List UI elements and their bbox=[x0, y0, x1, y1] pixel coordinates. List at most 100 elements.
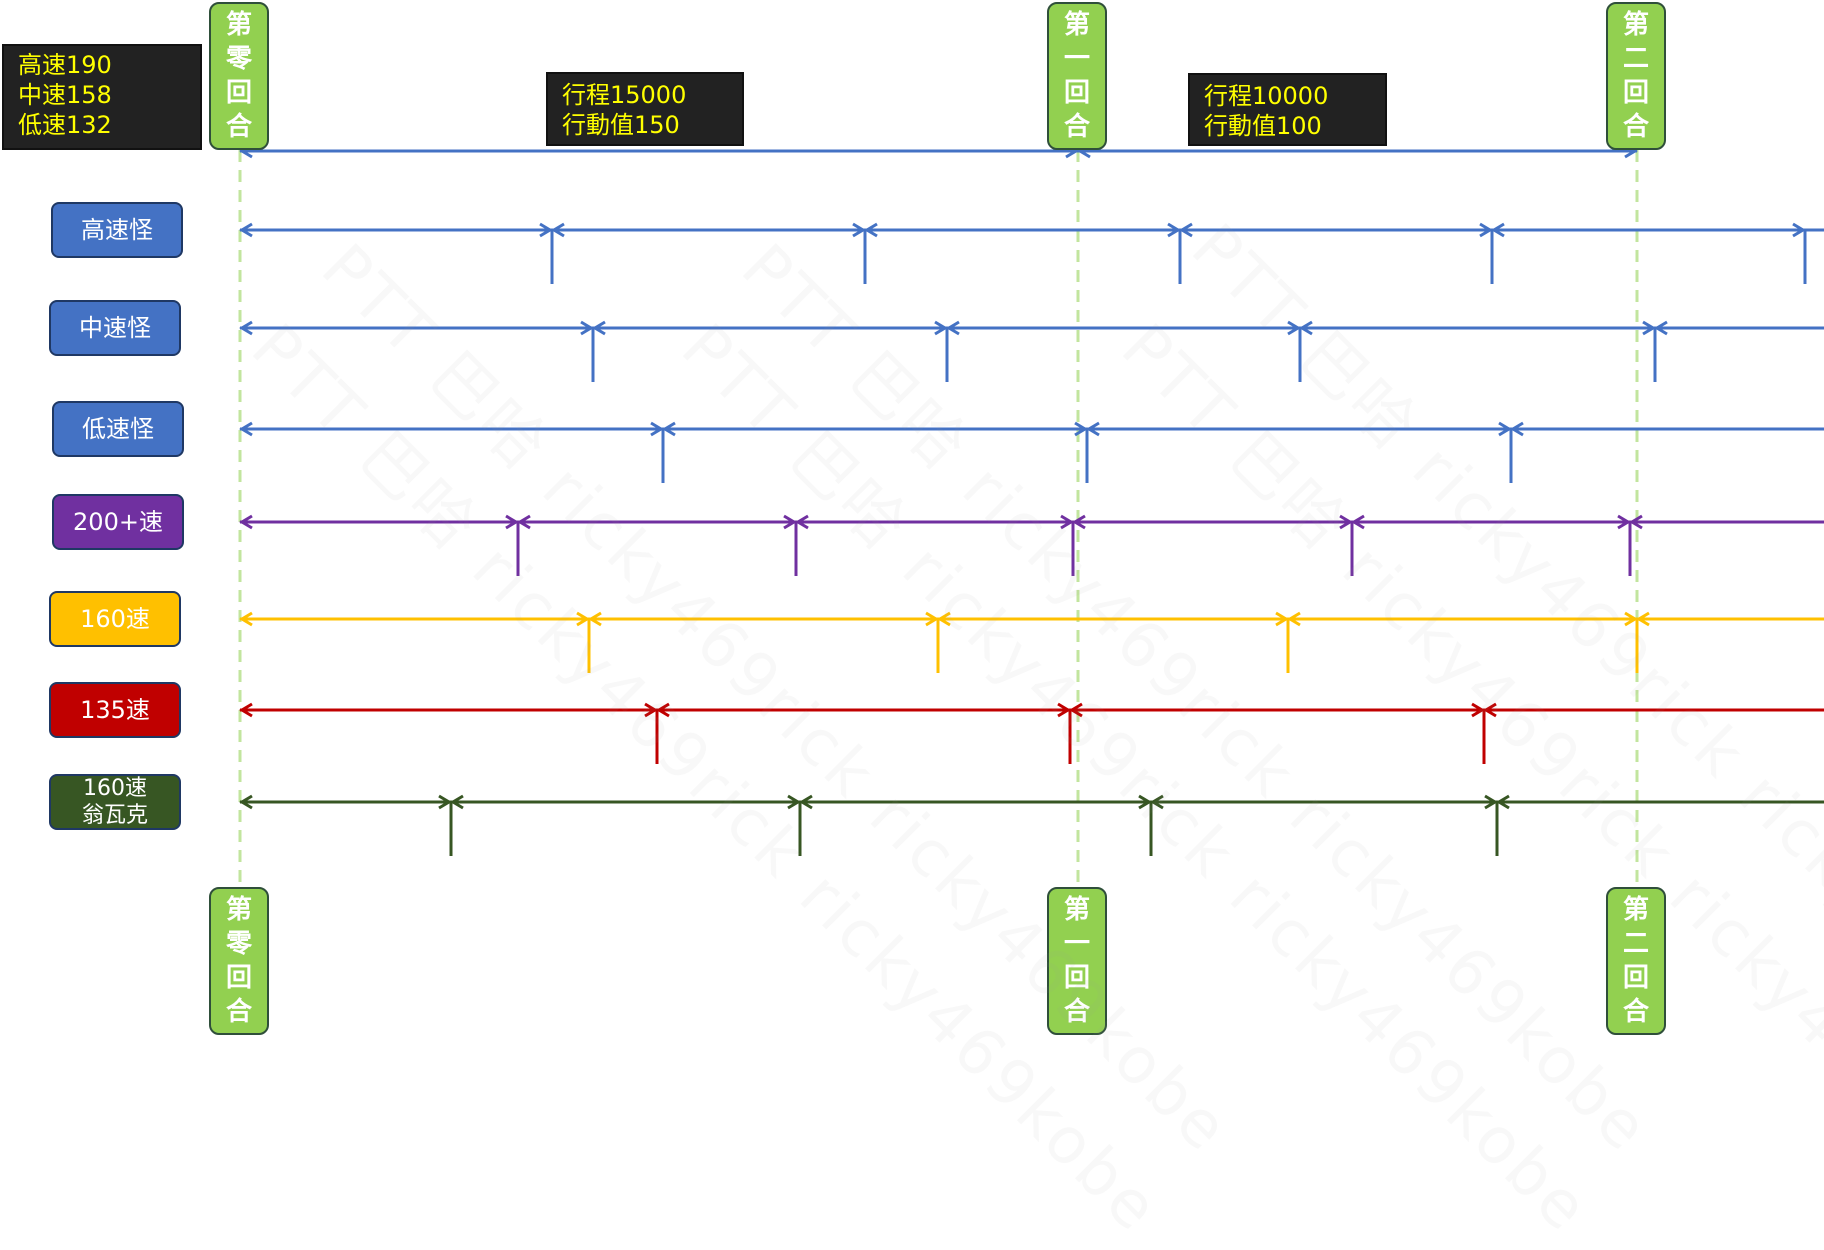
row-label: 200+速 bbox=[52, 494, 184, 550]
action-arrow-out bbox=[1496, 794, 1510, 810]
action-arrow-out bbox=[551, 222, 565, 238]
round-marker-char: 一 bbox=[1063, 44, 1090, 74]
action-arrow-out bbox=[1287, 611, 1301, 627]
action-arrow-in bbox=[1617, 514, 1631, 530]
row-label: 135速 bbox=[49, 682, 181, 738]
segment-action-value: 行動值100 bbox=[1204, 112, 1322, 140]
row-label-text: 200+速 bbox=[73, 507, 163, 536]
speed-line-low: 低速132 bbox=[18, 111, 112, 139]
round-marker-top: 第零回合 bbox=[209, 2, 269, 150]
row-label: 160速 bbox=[49, 591, 181, 647]
action-arrow-out bbox=[1072, 514, 1086, 530]
row-label-text: 翁瓦克 bbox=[81, 803, 148, 828]
timeline-start-arrow bbox=[239, 611, 253, 627]
round-marker-char: 一 bbox=[1063, 929, 1090, 959]
action-arrow-in bbox=[505, 514, 519, 530]
speed-line-high: 高速190 bbox=[18, 51, 112, 79]
row-label-text: 中速怪 bbox=[79, 313, 151, 342]
segment-action-value: 行動值150 bbox=[562, 111, 680, 139]
action-arrow-in bbox=[539, 222, 553, 238]
row-label: 160速翁瓦克 bbox=[49, 774, 181, 830]
action-arrow-in bbox=[1060, 514, 1074, 530]
action-arrow-in bbox=[1471, 702, 1485, 718]
action-arrow-out bbox=[1491, 222, 1505, 238]
action-arrow-out bbox=[1299, 320, 1313, 336]
row-label-text: 低速怪 bbox=[82, 414, 154, 443]
action-arrow-in bbox=[1275, 611, 1289, 627]
segment-note-round1: 行程15000 行動值150 bbox=[546, 72, 744, 146]
round-marker-char: 合 bbox=[1063, 112, 1090, 142]
timeline-start-arrow bbox=[239, 794, 253, 810]
action-arrow-in bbox=[1057, 702, 1071, 718]
timeline-start-arrow bbox=[239, 320, 253, 336]
row-label-text: 160速 bbox=[80, 604, 150, 633]
speed-line-mid: 中速158 bbox=[18, 81, 112, 109]
action-arrow-in bbox=[1287, 320, 1301, 336]
round-marker-char: 回 bbox=[1063, 78, 1090, 108]
timeline-start-arrow bbox=[239, 514, 253, 530]
action-arrow-out bbox=[1483, 702, 1497, 718]
round-marker-char: 零 bbox=[225, 44, 252, 74]
round-marker-char: 合 bbox=[1622, 112, 1649, 142]
action-arrow-out bbox=[450, 794, 464, 810]
round-marker-char: 合 bbox=[1622, 997, 1649, 1027]
round-marker-char: 回 bbox=[225, 78, 252, 108]
action-arrow-in bbox=[787, 794, 801, 810]
action-arrow-out bbox=[864, 222, 878, 238]
row-label: 高速怪 bbox=[51, 202, 183, 258]
round-marker-char: 二 bbox=[1622, 44, 1649, 74]
row-label-text: 135速 bbox=[80, 695, 150, 724]
round-marker-bottom: 第零回合 bbox=[209, 887, 269, 1035]
action-arrow-in bbox=[650, 421, 664, 437]
action-arrow-out bbox=[799, 794, 813, 810]
row-label: 低速怪 bbox=[52, 401, 184, 457]
timeline-start-arrow bbox=[239, 421, 253, 437]
round-marker-char: 回 bbox=[1622, 78, 1649, 108]
action-arrow-out bbox=[1150, 794, 1164, 810]
round-marker-char: 合 bbox=[1063, 997, 1090, 1027]
timeline-start-arrow bbox=[239, 222, 253, 238]
action-arrow-in bbox=[1642, 320, 1656, 336]
action-arrow-in bbox=[1167, 222, 1181, 238]
action-arrow-out bbox=[795, 514, 809, 530]
action-arrow-out bbox=[656, 702, 670, 718]
round-marker-char: 第 bbox=[225, 10, 252, 40]
segment-distance: 行程10000 bbox=[1204, 82, 1329, 110]
round-marker-char: 零 bbox=[225, 929, 252, 959]
action-arrow-out bbox=[1629, 514, 1643, 530]
round-marker-char: 第 bbox=[1063, 10, 1090, 40]
round-marker-char: 第 bbox=[1063, 895, 1090, 925]
action-arrow-in bbox=[1484, 794, 1498, 810]
speed-reference-box: 高速190 中速158 低速132 bbox=[2, 44, 202, 150]
timeline-svg bbox=[238, 143, 1824, 888]
action-arrow-out bbox=[1069, 702, 1083, 718]
action-arrow-in bbox=[1479, 222, 1493, 238]
row-label-text: 160速 bbox=[83, 776, 147, 801]
action-arrow-in bbox=[852, 222, 866, 238]
row-label-text: 高速怪 bbox=[81, 215, 153, 244]
action-arrow-in bbox=[644, 702, 658, 718]
action-arrow-out bbox=[517, 514, 531, 530]
action-arrow-out bbox=[1636, 611, 1650, 627]
segment-distance: 行程15000 bbox=[562, 81, 687, 109]
action-arrow-out bbox=[1179, 222, 1193, 238]
action-arrow-in bbox=[1138, 794, 1152, 810]
action-arrow-in bbox=[1624, 611, 1638, 627]
action-arrow-in bbox=[580, 320, 594, 336]
action-arrow-in bbox=[1074, 421, 1088, 437]
round-marker-char: 第 bbox=[1622, 10, 1649, 40]
round-marker-bottom: 第二回合 bbox=[1606, 887, 1666, 1035]
action-arrow-in bbox=[1339, 514, 1353, 530]
action-arrow-out bbox=[662, 421, 676, 437]
action-arrow-out bbox=[946, 320, 960, 336]
action-arrow-out bbox=[937, 611, 951, 627]
round-marker-top: 第一回合 bbox=[1047, 2, 1107, 150]
action-arrow-in bbox=[1498, 421, 1512, 437]
round-marker-char: 回 bbox=[1063, 963, 1090, 993]
round-marker-char: 回 bbox=[1622, 963, 1649, 993]
action-arrow-out bbox=[1654, 320, 1668, 336]
action-arrow-in bbox=[576, 611, 590, 627]
action-arrow-out bbox=[592, 320, 606, 336]
timeline-start-arrow bbox=[239, 702, 253, 718]
round-marker-char: 二 bbox=[1622, 929, 1649, 959]
